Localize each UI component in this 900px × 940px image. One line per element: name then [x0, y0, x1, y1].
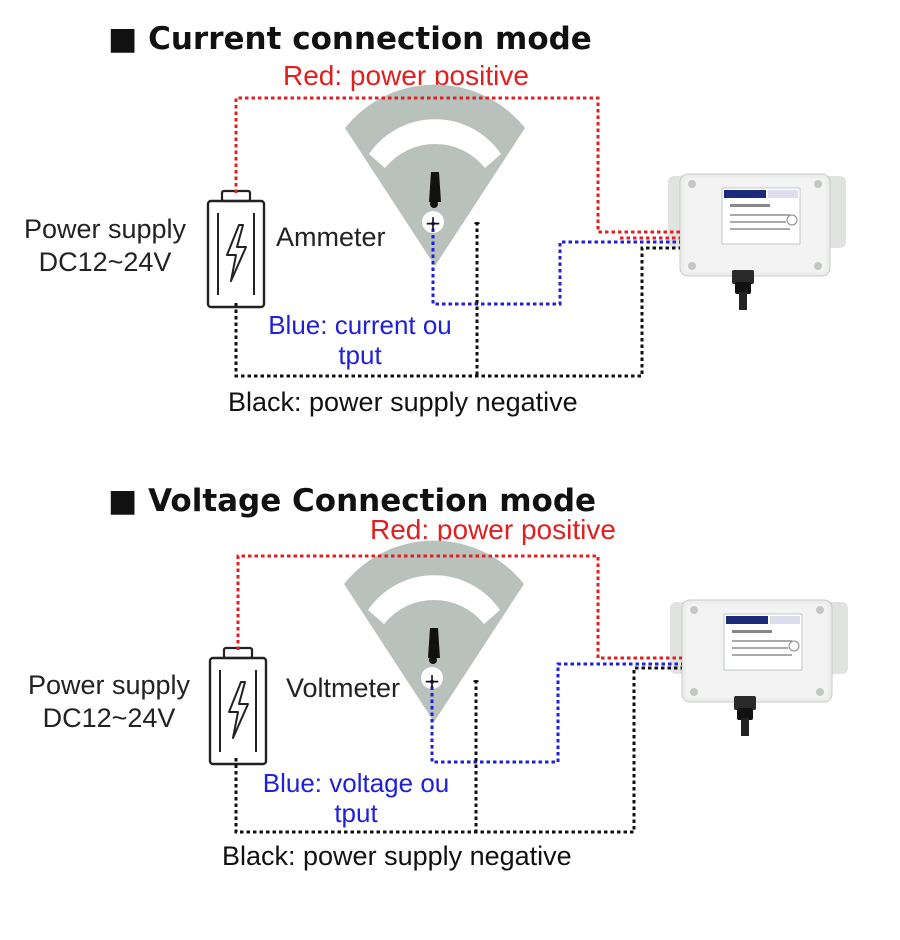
battery-icon	[206, 189, 266, 309]
power-supply-label: Power supply DC12~24V	[27, 670, 191, 733]
bullet-square-icon: ■	[108, 21, 149, 57]
battery-icon	[208, 646, 268, 766]
blue-wire-label: Blue: current ou tput	[268, 310, 452, 370]
plus-terminal: +	[424, 669, 441, 693]
section-title: ■ Voltage Connection mode	[108, 483, 597, 519]
wires-section-2	[234, 554, 682, 834]
plus-terminal: +	[425, 211, 442, 235]
meter-label: Voltmeter	[286, 673, 401, 703]
meter-icon	[345, 84, 525, 266]
sensor-device-icon	[667, 173, 847, 311]
red-wire-label: Red: power positive	[283, 60, 529, 91]
meter-icon	[344, 540, 524, 722]
minus-terminal: -	[472, 668, 479, 692]
black-wire-label: Black: power supply negative	[228, 387, 578, 417]
section-title: ■ Current connection mode	[108, 21, 592, 57]
minus-terminal: -	[473, 210, 480, 234]
red-wire-label: Red: power positive	[370, 514, 616, 545]
blue-wire-label: Blue: voltage ou tput	[262, 768, 450, 828]
wires-section-1	[234, 96, 680, 378]
power-supply-label: Power supply DC12~24V	[23, 214, 187, 277]
black-wire-label: Black: power supply negative	[222, 841, 572, 871]
meter-label: Ammeter	[276, 222, 386, 252]
bullet-square-icon: ■	[108, 483, 149, 519]
sensor-device-icon	[669, 599, 849, 737]
